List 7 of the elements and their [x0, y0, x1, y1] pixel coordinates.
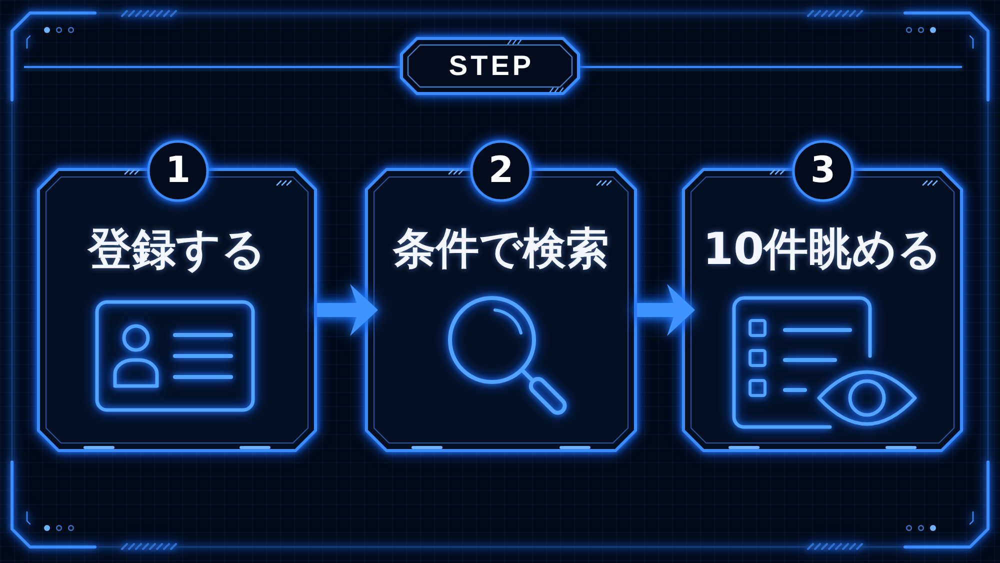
- arrow: [637, 284, 695, 336]
- arrow: [317, 284, 378, 336]
- step-title: 条件で検索: [393, 226, 609, 274]
- step-title: 登録する: [88, 226, 266, 274]
- title-badge: STEP: [400, 37, 580, 95]
- step-title: 10件眺める: [702, 226, 942, 274]
- number-circle: 1: [147, 140, 209, 202]
